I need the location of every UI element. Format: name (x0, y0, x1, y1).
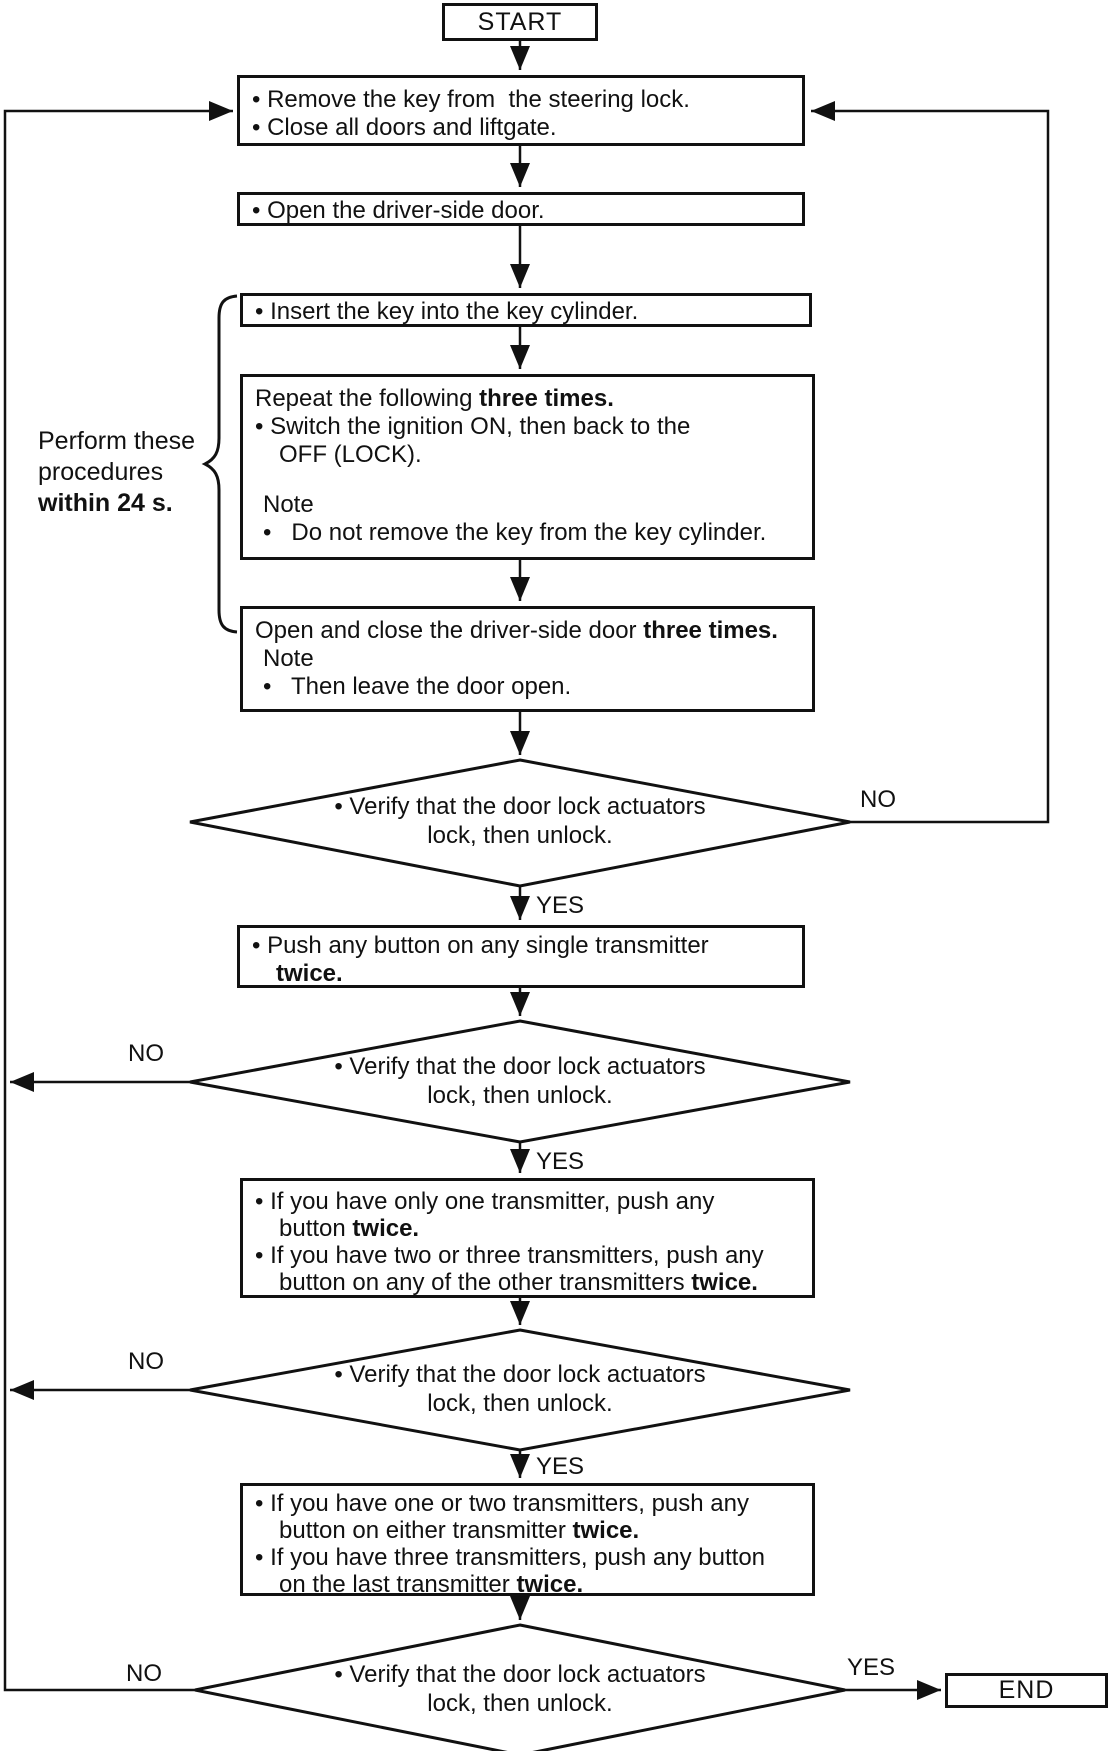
text-line: on the last transmitter twice. (279, 1571, 584, 1598)
text-line: • Switch the ignition ON, then back to t… (255, 413, 691, 440)
text-line: • Do not remove the key from the key cyl… (263, 519, 767, 546)
text-line: lock, then unlock. (427, 822, 613, 849)
step-push-any-button-twice: • Push any button on any single transmit… (237, 925, 805, 988)
step-one-or-more-transmitters: • If you have only one transmitter, push… (240, 1178, 815, 1298)
step-insert-key: • Insert the key into the key cylinder. (240, 293, 812, 327)
text-line: • Insert the key into the key cylinder. (255, 298, 639, 325)
no-label-3: NO (128, 1348, 164, 1375)
yes-label-1: YES (536, 892, 585, 919)
brace-note: Perform these procedures within 24 s. (38, 426, 228, 519)
no-loop-right (811, 101, 1050, 824)
text-line: • If you have only one transmitter, push… (255, 1188, 715, 1215)
text-line: procedures (38, 458, 164, 486)
text-line: Perform these (38, 427, 196, 455)
text-line: OFF (LOCK). (279, 441, 422, 468)
text-line: • Verify that the door lock actuators (334, 1661, 706, 1688)
no-label-1: NO (860, 786, 896, 813)
step-open-close-door: Open and close the driver-side door thre… (240, 606, 815, 712)
text-line: • Verify that the door lock actuators (334, 1361, 706, 1388)
decision-diamond-3 (189, 1328, 851, 1452)
text-line: twice. (276, 960, 343, 987)
start-node: START (442, 3, 598, 41)
step-remaining-transmitters: • If you have one or two transmitters, p… (240, 1483, 815, 1598)
text-line: lock, then unlock. (427, 1690, 613, 1717)
text-line: within 24 s. (38, 489, 173, 517)
text-line: • Push any button on any single transmit… (252, 932, 709, 959)
text-line: • If you have two or three transmitters,… (255, 1242, 764, 1269)
text-line: Open and close the driver-side door thre… (255, 617, 778, 644)
decision-diamond-4 (194, 1623, 846, 1751)
no-label-4: NO (126, 1660, 162, 1687)
text-line: • Close all doors and liftgate. (252, 114, 557, 141)
text-line: button on either transmitter twice. (279, 1517, 640, 1544)
feedback-line-left (3, 101, 233, 1692)
grouping-brace (201, 294, 238, 634)
text-line: • If you have three transmitters, push a… (255, 1544, 766, 1571)
text-line: • Verify that the door lock actuators (334, 1053, 706, 1080)
text-line: • Open the driver-side door. (252, 197, 545, 224)
step-open-driver-door: • Open the driver-side door. (237, 192, 805, 226)
yes-label-3: YES (536, 1453, 585, 1480)
decision-diamond-1 (189, 758, 851, 888)
end-node: END (945, 1673, 1108, 1708)
yes-label-2: YES (536, 1148, 585, 1175)
text-line: button twice. (279, 1215, 420, 1242)
text-line: • If you have one or two transmitters, p… (255, 1490, 749, 1517)
step-ignition-cycle: Repeat the following three times.• Switc… (240, 374, 815, 560)
text-line: Note (263, 645, 314, 672)
text-line: Note (263, 491, 314, 518)
text-line: • Verify that the door lock actuators (334, 793, 706, 820)
yes-label-4: YES (847, 1654, 896, 1681)
decision-diamond-2 (189, 1019, 851, 1144)
text-line: lock, then unlock. (427, 1082, 613, 1109)
text-line: • Then leave the door open. (263, 673, 572, 700)
text-line: Repeat the following three times. (255, 385, 614, 412)
text-line: • Remove the key from the steering lock. (252, 86, 690, 113)
step-remove-key-close-doors: • Remove the key from the steering lock.… (237, 75, 805, 146)
text-line: lock, then unlock. (427, 1390, 613, 1417)
no-label-2: NO (128, 1040, 164, 1067)
text-line: button on any of the other transmitters … (279, 1269, 758, 1296)
